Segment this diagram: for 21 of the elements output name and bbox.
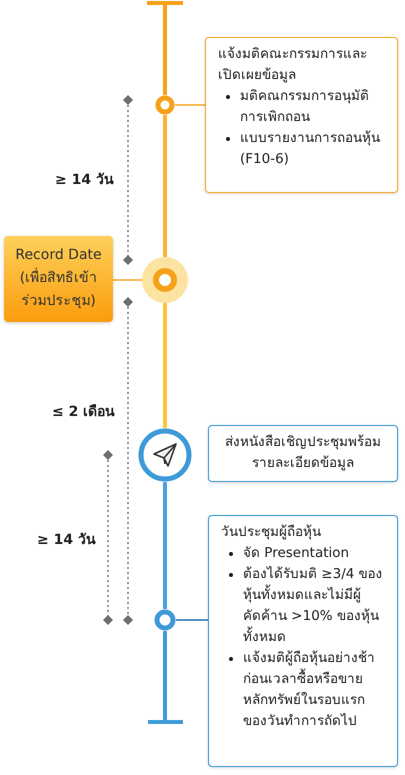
bullet-item: มติคณกรรมการอนุมัติการเพิกถอน bbox=[240, 87, 370, 127]
connector-line bbox=[113, 279, 142, 281]
timeline-line bbox=[163, 115, 167, 257]
connector-line bbox=[175, 104, 205, 106]
connector-line bbox=[176, 619, 208, 621]
timeline-line bbox=[163, 303, 167, 428]
bullet-item: แจ้งมติผู้ถือหุ้นอย่างช้าก่อนเวลาซื้อหรือขายหลักทรัพย์ในรอบแรกของวันทำการถัดไป bbox=[243, 649, 376, 731]
callout-heading: วันประชุมผู้ถือหุ้น bbox=[221, 523, 322, 542]
duration-label: ≥ 14 วัน bbox=[37, 531, 96, 550]
callout-box bbox=[205, 37, 398, 193]
bullet-item: จัด Presentation bbox=[243, 544, 350, 563]
duration-label: ≤ 2 เดือน bbox=[52, 403, 116, 422]
record-date-box: Record Date (เพื่อสิทธิเข้าร่วมประชุม) bbox=[4, 236, 113, 322]
callout-box bbox=[208, 515, 398, 767]
duration-label: ≥ 14 วัน bbox=[55, 171, 114, 190]
callout-box bbox=[208, 425, 398, 482]
timeline-line bbox=[163, 482, 167, 609]
callout-heading: แจ้งมติคณะกรรมการและเปิดเผยข้อมูล bbox=[218, 45, 368, 85]
bullet-item: แบบรายงานการถอนหุ้น (F10-6) bbox=[240, 129, 381, 169]
callout-text: ส่งหนังสือเชิญประชุมพร้อมรายละเอียดข้อมูล bbox=[224, 433, 382, 473]
bullet-item: ต้องได้รับมติ ≥3/4 ของหุ้นทั้งหมดและไม่มีผู้คัดค้าน >10% ของหุ้น ทั้งหมด bbox=[243, 565, 384, 647]
